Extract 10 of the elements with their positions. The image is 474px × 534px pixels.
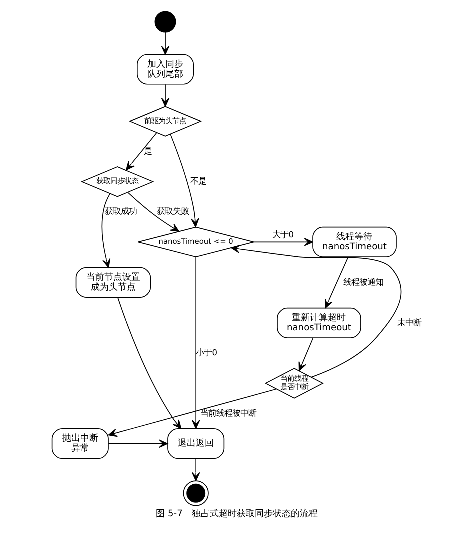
edge-label: 当前线程被中断 <box>200 408 257 418</box>
edge-label: 不是 <box>190 176 207 186</box>
edge-label: 大于0 <box>272 229 294 240</box>
edge-label: 获取成功 <box>104 206 137 216</box>
edge-label: 获取失败 <box>156 206 189 216</box>
caption: 图 5-7 独占式超时获取同步状态的流程 <box>156 509 318 520</box>
edge-label: 线程被通知 <box>343 276 384 287</box>
edge-label: 是 <box>144 146 152 156</box>
edge-label: 小于0 <box>196 347 218 358</box>
edge-label: 未中断 <box>397 317 422 328</box>
